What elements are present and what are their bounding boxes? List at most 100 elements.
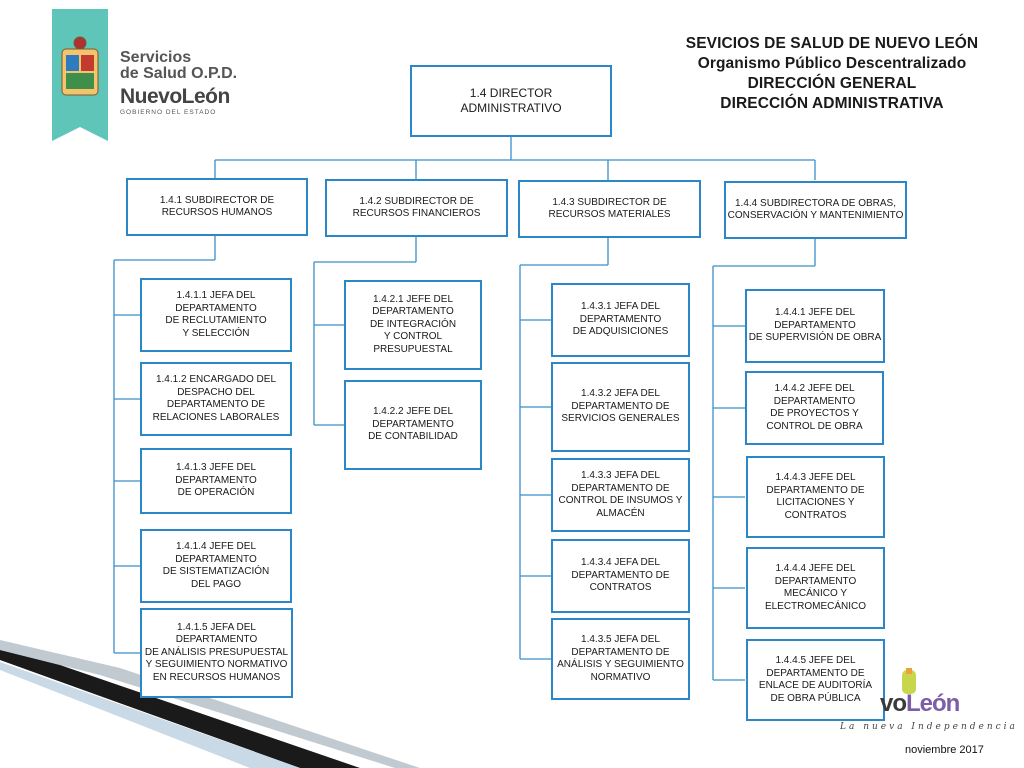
box-line: DESPACHO DEL <box>177 386 255 398</box>
department-box: 1.4.4.5 JEFE DEL DEPARTAMENTO DE ENLACE … <box>746 639 885 721</box>
box-line: 1.4.3.3 JEFA DEL <box>581 470 660 481</box>
box-line: 1.4.3.4 JEFA DEL <box>581 557 660 569</box>
header-line-4: DIRECCIÓN ADMINISTRATIVA <box>720 95 944 112</box>
box-line: CONTROL DE OBRA <box>766 420 863 432</box>
box-line: ENLACE DE AUDITORÍA <box>758 680 873 691</box>
box-line: NORMATIVO <box>590 671 651 683</box>
logo-line-1: Servicios <box>120 49 192 66</box>
department-box: 1.4.4.3 JEFE DEL DEPARTAMENTO DE LICITAC… <box>746 456 885 538</box>
box-line: DE OPERACIÓN <box>177 487 255 499</box>
department-box: 1.4.1.1 JEFA DEL DEPARTAMENTO DE RECLUTA… <box>140 278 292 352</box>
box-line: EN RECURSOS HUMANOS <box>152 671 281 683</box>
box-line: DE INTEGRACIÓN <box>369 318 457 330</box>
box-line: 1.4.1.1 JEFA DEL <box>176 290 256 301</box>
box-line: 1.4.1.2 ENCARGADO DEL <box>155 374 277 385</box>
box-line: CONTROL DE INSUMOS Y <box>558 495 683 506</box>
wordmark-part: León <box>906 690 960 717</box>
box-line: 1.4.1.5 JEFA DEL <box>177 621 256 633</box>
box-line: SERVICIOS GENERALES <box>561 413 680 425</box>
logo-line-4: GOBIERNO DEL ESTADO <box>120 109 217 116</box>
box-line: ELECTROMECÁNICO <box>764 600 867 612</box>
box-line: 1.4.4.3 JEFE DEL <box>775 472 856 483</box>
box-line: DEPARTAMENTO <box>175 474 257 486</box>
director-line: 1.4 DIRECTOR <box>469 86 553 100</box>
nuevo-leon-wordmark: voLeón <box>880 690 960 718</box>
department-box: 1.4.4.2 JEFE DEL DEPARTAMENTO DE PROYECT… <box>745 371 884 445</box>
box-line: DE ADQUISICIONES <box>572 326 669 338</box>
box-line: RECURSOS FINANCIEROS <box>352 208 481 219</box>
box-line: 1.4.3.5 JEFA DEL <box>581 634 660 645</box>
department-box: 1.4.3.4 JEFA DEL DEPARTAMENTO DE CONTRAT… <box>551 539 690 613</box>
box-line: 1.4.1 SUBDIRECTOR DE <box>159 194 275 206</box>
header-line-2: Organismo Público Descentralizado <box>697 55 967 72</box>
nuevo-leon-logo-icon <box>902 668 916 694</box>
box-line: 1.4.3.2 JEFA DEL <box>581 388 660 400</box>
subdirector-box-rm: 1.4.3 SUBDIRECTOR DE RECURSOS MATERIALES <box>518 180 701 238</box>
box-line: DE OBRA PÚBLICA <box>770 692 861 704</box>
box-line: DE ANÁLISIS PRESUPUESTAL <box>144 646 289 658</box>
box-line: DE CONTABILIDAD <box>368 431 458 443</box>
box-line: DEL PAGO <box>190 578 241 590</box>
department-box: 1.4.1.3 JEFE DEL DEPARTAMENTO DE OPERACI… <box>140 448 292 514</box>
box-line: 1.4.4.1 JEFE DEL <box>774 307 856 319</box>
logo-tagline: La nueva Independencia <box>840 722 1018 732</box>
department-box: 1.4.1.5 JEFA DEL DEPARTAMENTO DE ANÁLISI… <box>140 608 293 698</box>
box-line: DEPARTAMENTO <box>175 553 257 565</box>
box-line: CONTRATOS <box>589 582 652 594</box>
box-line: 1.4.4.4 JEFE DEL <box>775 563 856 574</box>
box-line: DE RECLUTAMIENTO <box>165 315 267 326</box>
box-line: 1.4.2.1 JEFE DEL <box>372 293 454 305</box>
director-box: 1.4 DIRECTOR ADMINISTRATIVO <box>410 65 612 137</box>
box-line: DEPARTAMENTO <box>774 575 857 587</box>
department-box: 1.4.4.4 JEFE DEL DEPARTAMENTO MECÁNICO Y… <box>746 547 885 629</box>
box-line: LICITACIONES Y <box>776 497 855 508</box>
box-line: DEPARTAMENTO DE <box>766 667 865 679</box>
box-line: ANÁLISIS Y SEGUIMIENTO <box>557 659 684 670</box>
department-box: 1.4.4.1 JEFE DEL DEPARTAMENTO DE SUPERVI… <box>745 289 885 363</box>
box-line: DE SUPERVISIÓN DE OBRA <box>748 332 882 344</box>
box-line: 1.4.1.4 JEFE DEL <box>175 541 257 552</box>
box-line: DEPARTAMENTO DE <box>571 569 670 581</box>
department-box: 1.4.3.2 JEFA DEL DEPARTAMENTO DE SERVICI… <box>551 362 690 452</box>
box-line: RELACIONES LABORALES <box>152 411 280 423</box>
box-line: PRESUPUESTAL <box>373 343 453 355</box>
box-line: 1.4.3 SUBDIRECTOR DE <box>552 196 667 208</box>
header-line-1: SEVICIOS DE SALUD DE NUEVO LEÓN <box>685 35 979 52</box>
box-line: RECURSOS MATERIALES <box>548 209 671 220</box>
logo-ribbon <box>52 9 108 141</box>
header-line-3: DIRECCIÓN GENERAL <box>747 75 917 92</box>
box-line: DEPARTAMENTO DE <box>766 484 865 496</box>
subdirector-box-obras: 1.4.4 SUBDIRECTORA DE OBRAS, CONSERVACIÓ… <box>724 181 907 239</box>
box-line: DEPARTAMENTO DE <box>571 482 670 494</box>
coat-of-arms-icon <box>61 36 99 96</box>
box-line: 1.4.4.5 JEFE DEL <box>775 655 856 666</box>
box-line: 1.4.4 SUBDIRECTORA DE OBRAS, <box>735 197 896 209</box>
subdirector-box-rh: 1.4.1 SUBDIRECTOR DE RECURSOS HUMANOS <box>126 178 308 236</box>
department-box: 1.4.3.1 JEFA DEL DEPARTAMENTO DE ADQUISI… <box>551 283 690 357</box>
subdirector-box-rf: 1.4.2 SUBDIRECTOR DE RECURSOS FINANCIERO… <box>325 179 508 237</box>
box-line: CONSERVACIÓN Y MANTENIMIENTO <box>727 210 904 221</box>
department-box: 1.4.2.1 JEFE DEL DEPARTAMENTO DE INTEGRA… <box>344 280 482 370</box>
department-box: 1.4.1.4 JEFE DEL DEPARTAMENTO DE SISTEMA… <box>140 529 292 603</box>
box-line: 1.4.4.2 JEFE DEL <box>774 383 855 394</box>
box-line: Y SELECCIÓN <box>182 327 250 339</box>
page-header: SEVICIOS DE SALUD DE NUEVO LEÓN Organism… <box>640 34 1024 114</box>
box-line: MECÁNICO Y <box>783 588 848 599</box>
box-line: DEPARTAMENTO DE <box>571 646 670 658</box>
box-line: RECURSOS HUMANOS <box>161 207 273 218</box>
document-date: noviembre 2017 <box>905 744 984 756</box>
box-line: DE SISTEMATIZACIÓN <box>162 566 270 577</box>
box-line: DE PROYECTOS Y <box>770 408 859 419</box>
director-line: ADMINISTRATIVO <box>460 101 562 115</box>
logo-line-3: NuevoLeón <box>120 85 230 108</box>
box-line: Y CONTROL <box>383 331 443 343</box>
box-line: DEPARTAMENTO <box>773 395 856 407</box>
box-line: 1.4.3.1 JEFA DEL <box>581 301 660 313</box>
department-box: 1.4.3.5 JEFA DEL DEPARTAMENTO DE ANÁLISI… <box>551 618 690 700</box>
box-line: 1.4.1.3 JEFE DEL <box>175 462 257 474</box>
box-line: DEPARTAMENTO <box>774 319 856 331</box>
wordmark-part: vo <box>880 690 907 717</box>
box-line: DEPARTAMENTO <box>372 306 454 318</box>
